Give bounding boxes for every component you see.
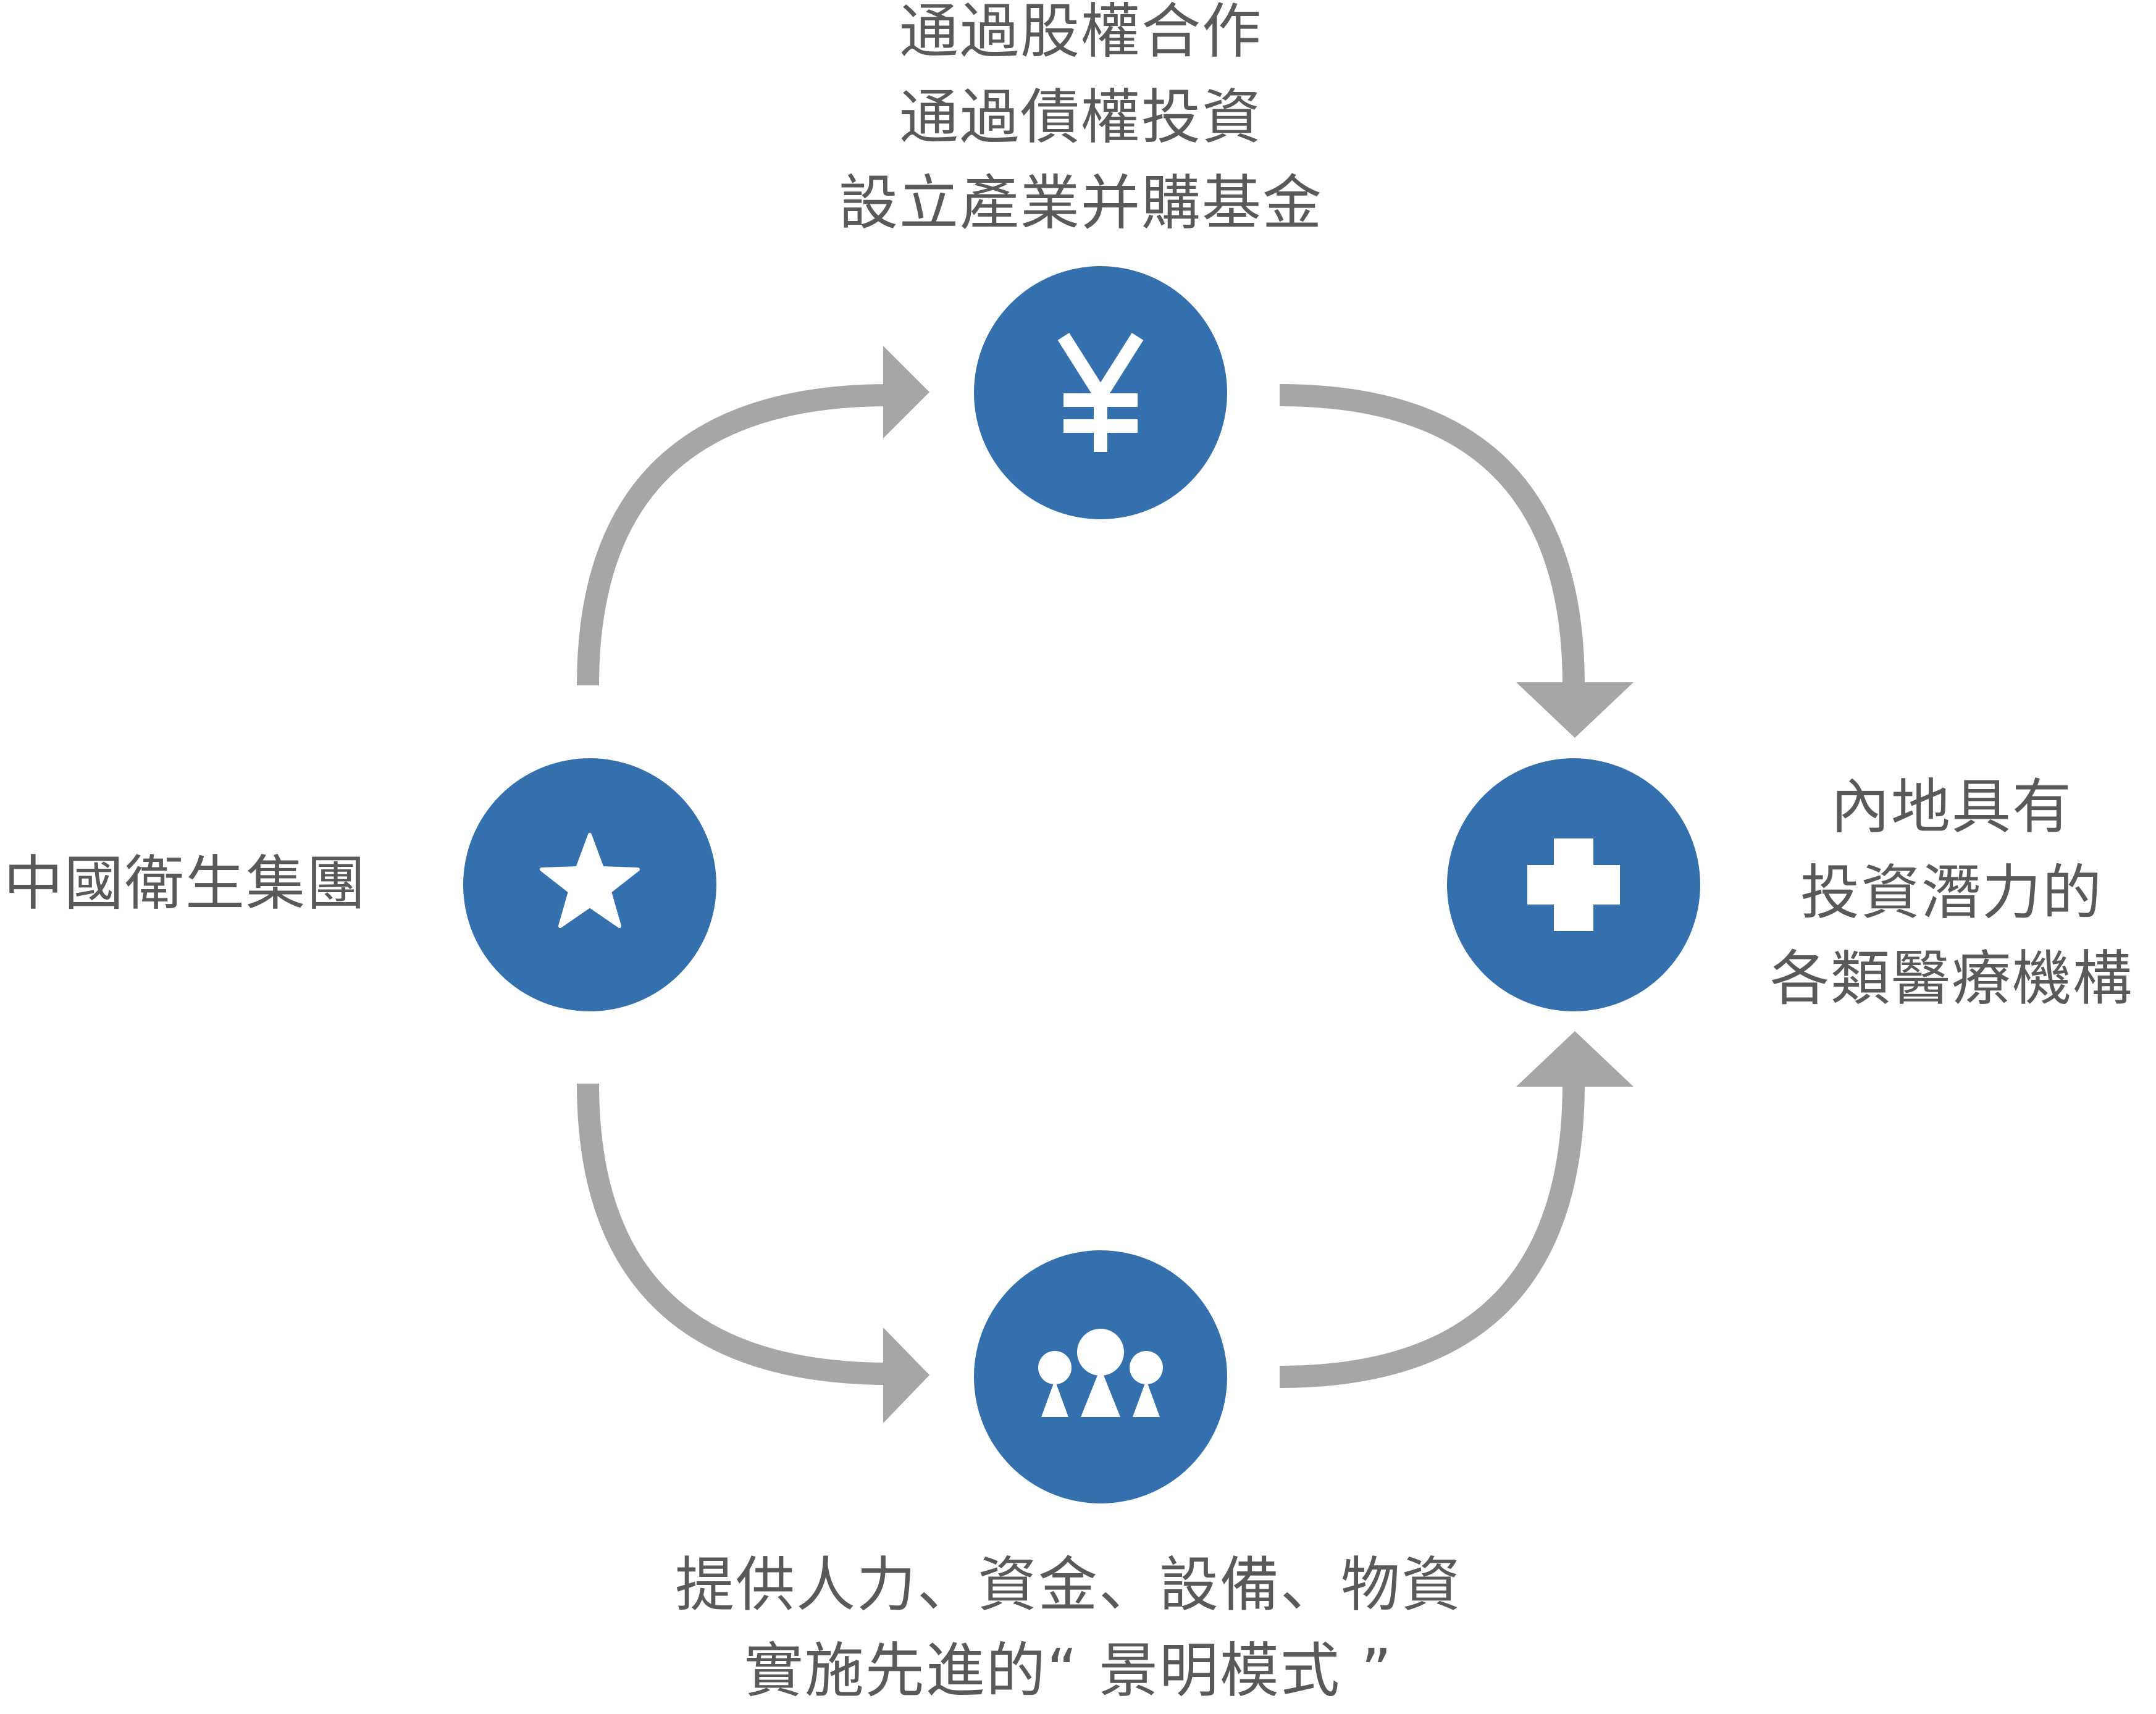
people-icon [1038,1329,1163,1417]
label-line: 通過股權合作 [899,0,1262,66]
arrow-top-to-right [1279,384,1634,738]
arrow-left-to-bottom [577,1083,929,1423]
label-line: 設立產業并購基金 [839,169,1323,238]
label-right-medical-institutions: 內地具有 投資潛力的 各類醫療機構 [1754,764,2149,1022]
node-top [974,266,1227,519]
label-line: 各類醫療機構 [1770,944,2133,1014]
label-line: 通過債權投資 [899,83,1262,153]
medical-cross-icon [1527,838,1620,931]
yen-icon [1057,333,1144,452]
label-line: 實施先進的“ 景明模式 ” [744,1636,1393,1706]
node-right [1447,758,1700,1011]
label-bottom-resources: 提供人力、資金、設備、物資 實施先進的“ 景明模式 ” [618,1542,1519,1714]
label-line: 中國衛生集團 [4,849,367,918]
star-icon [540,833,640,928]
arrow-bottom-to-right [1279,1031,1634,1388]
node-left [463,758,716,1011]
label-line: 投資潛力的 [1800,858,2103,928]
label-left-group-name: 中國衛生集團 [4,841,367,927]
label-line: 內地具有 [1831,772,2073,842]
label-line: 提供人力、資金、設備、物資 [675,1550,1462,1620]
arrow-left-to-top [577,346,929,686]
node-bottom [974,1250,1227,1503]
label-top-investment-methods: 通過股權合作 通過債權投資 設立產業并購基金 [710,0,1451,247]
